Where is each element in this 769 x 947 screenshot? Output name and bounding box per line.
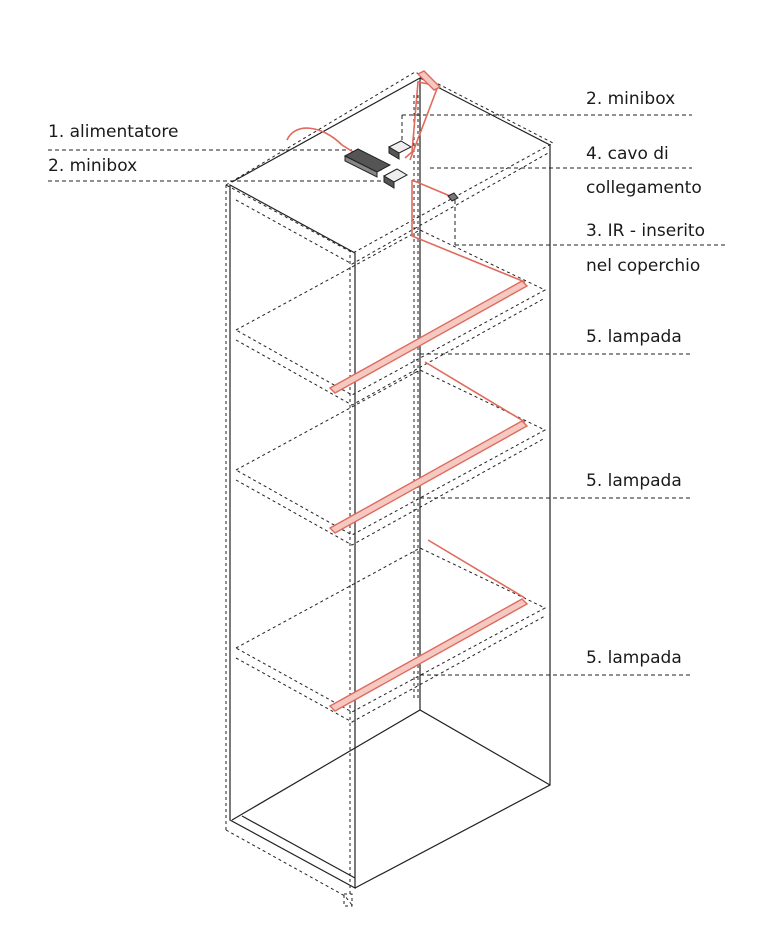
power-cable xyxy=(286,127,383,171)
label-lampada-2: 5. lampada xyxy=(586,471,682,491)
shelf-1-front xyxy=(235,297,546,406)
connection-cable xyxy=(404,81,440,161)
vertical-cable-3 xyxy=(427,539,526,599)
label-lampada-1: 5. lampada xyxy=(586,327,682,347)
foot-front xyxy=(343,893,353,907)
dashed-frame xyxy=(225,71,555,907)
label-cavo-line1: 4. cavo di xyxy=(586,144,669,164)
vertical-cable-2 xyxy=(424,361,526,423)
label-minibox-right: 2. minibox xyxy=(586,89,676,109)
cabling xyxy=(286,81,526,599)
shelf-2 xyxy=(234,369,547,536)
ir-cable xyxy=(411,179,451,197)
bottom-front-edge xyxy=(241,815,356,879)
label-ir-line2: nel coperchio xyxy=(586,256,701,276)
vertical-cable xyxy=(411,180,526,283)
right-side-panel xyxy=(354,77,551,889)
lamp-1 xyxy=(328,280,529,394)
label-cavo-line2: collegamento xyxy=(586,178,702,198)
lamp-2 xyxy=(328,420,529,534)
lamps xyxy=(328,70,529,712)
label-ir-line1: 3. IR - inserito xyxy=(586,221,705,241)
lamp-3 xyxy=(328,598,529,712)
shelf-2-front xyxy=(235,437,546,546)
top-panel-dashed xyxy=(225,71,555,254)
shelf-3-front xyxy=(235,615,546,723)
leader-lines xyxy=(48,114,727,676)
top-panel-dashed-inner xyxy=(235,151,551,265)
shelf-1 xyxy=(234,229,547,396)
label-minibox-left: 2. minibox xyxy=(48,156,138,176)
ir-sensor xyxy=(447,192,459,202)
devices xyxy=(343,140,459,202)
cabinet-structure xyxy=(229,76,551,890)
lamp-top xyxy=(416,70,442,91)
label-alimentatore: 1. alimentatore xyxy=(48,122,179,142)
label-lampada-3: 5. lampada xyxy=(586,648,682,668)
minibox-1-front xyxy=(383,175,395,189)
minibox-2-front xyxy=(388,146,400,160)
bottom-base xyxy=(231,709,551,821)
power-supply-side xyxy=(344,155,378,178)
shelf-3 xyxy=(234,547,547,713)
